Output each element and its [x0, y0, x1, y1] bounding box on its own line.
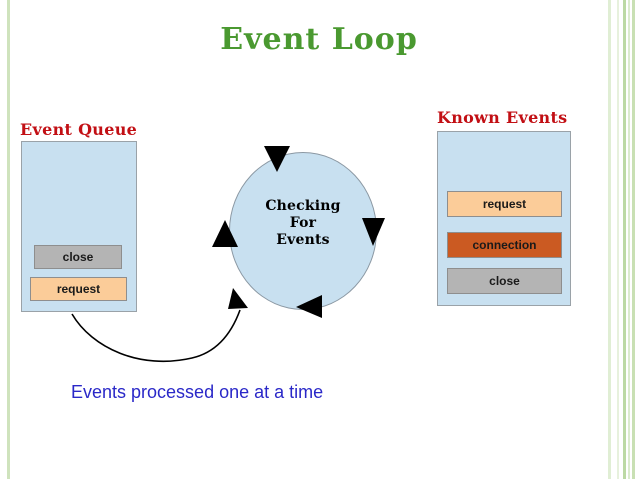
event-loop-label: Checking For Events [229, 198, 377, 250]
known-events-item-close[interactable]: close [447, 268, 562, 294]
known-events-heading: Known Events [437, 108, 568, 127]
decor-line-right-3 [623, 0, 626, 479]
decor-line-right-5 [632, 0, 635, 479]
queue-to-loop-arrow-head-icon [228, 288, 248, 309]
event-loop-label-line-3: Events [276, 232, 330, 249]
decor-line-left [7, 0, 10, 479]
decor-line-right-4 [628, 0, 630, 479]
slide-caption: Events processed one at a time [71, 382, 324, 402]
event-loop-label-line-1: Checking [265, 198, 341, 214]
event-queue-item-request[interactable]: request [30, 277, 127, 301]
queue-to-loop-arrow-path [71, 309, 241, 363]
event-loop-label-line-2: For [289, 215, 317, 232]
decor-line-right-1 [608, 0, 611, 479]
event-queue-item-close[interactable]: close [34, 245, 122, 269]
known-events-item-connection[interactable]: connection [447, 232, 562, 258]
known-events-item-request[interactable]: request [447, 191, 562, 217]
page-title: Event Loop [220, 22, 418, 57]
event-queue-heading: Event Queue [20, 120, 138, 139]
decor-line-right-2 [617, 0, 619, 479]
